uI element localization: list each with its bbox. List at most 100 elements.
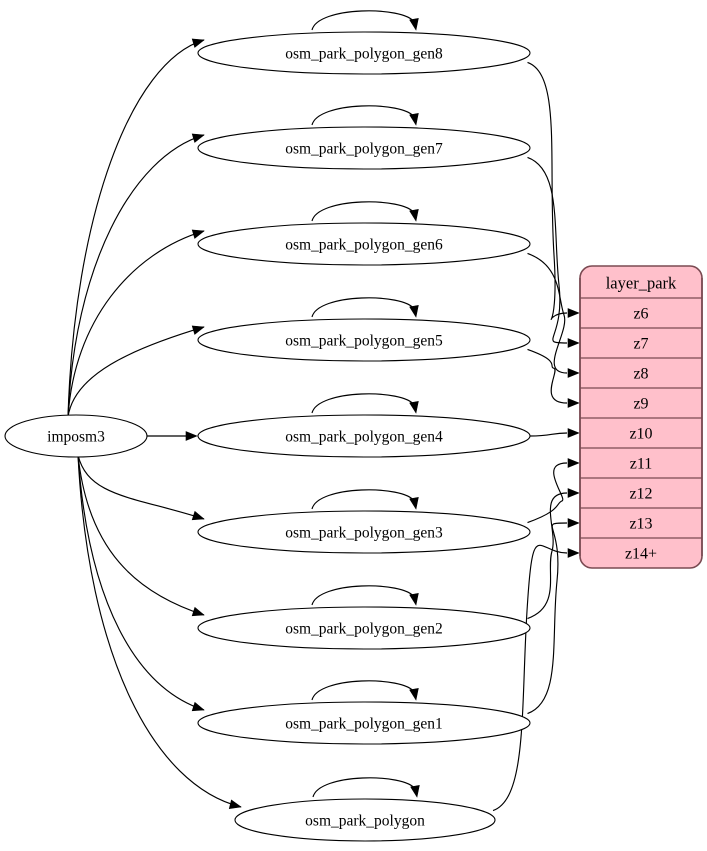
edge-gen3-to-row-z11	[527, 462, 568, 524]
edge-gen2-to-row-z12	[527, 492, 568, 620]
self-loop-arrow-gen7	[409, 113, 419, 126]
table-row-z13[interactable]: z13	[580, 507, 702, 533]
self-loop-arrow-gen3	[409, 497, 419, 510]
node-label-gen6: osm_park_polygon_gen6	[285, 237, 443, 254]
table-row-label-z9: z9	[633, 396, 648, 413]
table-row-z10[interactable]: z10	[580, 417, 702, 443]
table-row-z12[interactable]: z12	[580, 477, 702, 503]
arrow-imposm3-to-gen3	[191, 510, 205, 521]
table-row-label-z10: z10	[629, 426, 652, 443]
edge-gen4-to-row-z10	[529, 432, 568, 437]
node-base[interactable]: osm_park_polygon	[234, 798, 496, 842]
self-loop-gen5	[311, 297, 415, 318]
edge-imposm3-to-gen8	[67, 39, 205, 418]
self-loop-gen7	[311, 105, 415, 126]
arrow-gen3-to-row-z11	[567, 458, 580, 468]
node-gen7[interactable]: osm_park_polygon_gen7	[197, 126, 531, 170]
node-label-gen4: osm_park_polygon_gen4	[285, 429, 443, 446]
arrow-imposm3-to-gen8	[191, 38, 205, 48]
node-label-base: osm_park_polygon	[305, 813, 425, 830]
table-row-z6[interactable]: z6	[580, 297, 702, 323]
edge-imposm3-to-gen5	[67, 326, 205, 418]
node-label-gen3: osm_park_polygon_gen3	[285, 525, 443, 542]
table-header-label: layer_park	[606, 274, 677, 293]
arrow-imposm3-to-gen4	[185, 431, 198, 441]
table-row-label-z8: z8	[633, 366, 648, 383]
node-shape-gen6	[197, 222, 531, 266]
edge-gen6-to-row-z8	[527, 252, 568, 374]
node-shape-gen3	[197, 510, 531, 554]
edge-imposm3-to-gen1	[77, 454, 205, 711]
edges-layer	[67, 10, 580, 812]
table-row-label-z6: z6	[633, 306, 648, 323]
self-loop-gen1	[311, 680, 415, 701]
arrow-imposm3-to-base	[228, 799, 242, 809]
self-loop-arrow-gen5	[409, 305, 419, 318]
node-label-gen7: osm_park_polygon_gen7	[285, 141, 443, 158]
node-gen3[interactable]: osm_park_polygon_gen3	[197, 510, 531, 554]
self-loop-arrow-gen2	[409, 593, 419, 606]
node-shape-gen1	[197, 701, 531, 745]
node-label-gen8: osm_park_polygon_gen8	[285, 46, 443, 63]
arrow-gen1-to-row-z13	[567, 518, 580, 528]
edge-imposm3-to-gen3	[77, 454, 205, 520]
edge-base-to-row-z14+	[492, 544, 568, 812]
table-row-z9[interactable]: z9	[580, 387, 702, 413]
node-imposm3[interactable]: imposm3	[4, 414, 148, 458]
nodes-layer: imposm3 osm_park_polygon_gen8 osm_park_pol…	[4, 31, 531, 842]
node-gen5[interactable]: osm_park_polygon_gen5	[197, 318, 531, 362]
node-gen4[interactable]: osm_park_polygon_gen4	[197, 414, 531, 458]
table-row-z11[interactable]: z11	[580, 447, 702, 473]
table-row-label-z13: z13	[629, 516, 652, 533]
table-node-layer-park[interactable]: layer_park z6 z7 z8 z9 z10 z11 z12 z13 z14+	[579, 265, 703, 569]
arrow-imposm3-to-gen2	[191, 606, 205, 617]
table-row-label-z11: z11	[630, 456, 653, 473]
table-row-z14+[interactable]: z14+	[580, 537, 702, 563]
arrow-gen4-to-row-z10	[567, 428, 580, 438]
self-loop-arrow-base	[410, 785, 420, 798]
edge-imposm3-to-gen6	[67, 230, 205, 418]
node-label-imposm3: imposm3	[47, 429, 105, 446]
arrow-base-to-row-z14+	[567, 548, 580, 558]
node-shape-imposm3	[4, 414, 148, 458]
edge-gen7-to-row-z7	[527, 156, 568, 344]
node-gen6[interactable]: osm_park_polygon_gen6	[197, 222, 531, 266]
node-shape-gen2	[197, 606, 531, 650]
edge-gen5-to-row-z9	[527, 348, 568, 404]
edge-gen8-to-row-z6	[527, 61, 568, 320]
node-gen1[interactable]: osm_park_polygon_gen1	[197, 701, 531, 745]
self-loop-gen3	[311, 489, 415, 510]
self-loop-arrow-gen8	[409, 18, 419, 31]
table-node-layer: layer_park z6 z7 z8 z9 z10 z11 z12 z13 z14+	[579, 265, 703, 569]
self-loop-arrow-gen4	[409, 401, 419, 414]
edge-gen1-to-row-z13	[527, 522, 568, 715]
arrow-imposm3-to-gen1	[191, 701, 205, 712]
node-label-gen2: osm_park_polygon_gen2	[285, 621, 443, 638]
self-loop-gen8	[311, 10, 415, 31]
arrow-imposm3-to-gen6	[191, 229, 205, 239]
self-loop-base	[312, 777, 416, 798]
arrow-gen7-to-row-z7	[567, 338, 580, 348]
node-shape-gen4	[197, 414, 531, 458]
node-shape-gen7	[197, 126, 531, 170]
edge-imposm3-to-gen7	[67, 134, 205, 418]
node-shape-gen8	[197, 31, 531, 75]
node-gen2[interactable]: osm_park_polygon_gen2	[197, 606, 531, 650]
self-loop-gen2	[311, 585, 415, 606]
edge-imposm3-to-gen2	[77, 454, 205, 616]
self-loop-arrow-gen1	[409, 688, 419, 701]
node-label-gen5: osm_park_polygon_gen5	[285, 333, 443, 350]
node-gen8[interactable]: osm_park_polygon_gen8	[197, 31, 531, 75]
self-loop-arrow-gen6	[409, 209, 419, 222]
arrow-gen6-to-row-z8	[567, 368, 580, 378]
arrow-imposm3-to-gen5	[191, 325, 205, 335]
self-loop-gen6	[311, 201, 415, 222]
arrow-gen5-to-row-z9	[567, 398, 580, 408]
arrow-gen8-to-row-z6	[567, 308, 580, 318]
edge-imposm3-to-base	[77, 454, 242, 808]
node-shape-base	[234, 798, 496, 842]
table-row-z8[interactable]: z8	[580, 357, 702, 383]
table-row-z7[interactable]: z7	[580, 327, 702, 353]
